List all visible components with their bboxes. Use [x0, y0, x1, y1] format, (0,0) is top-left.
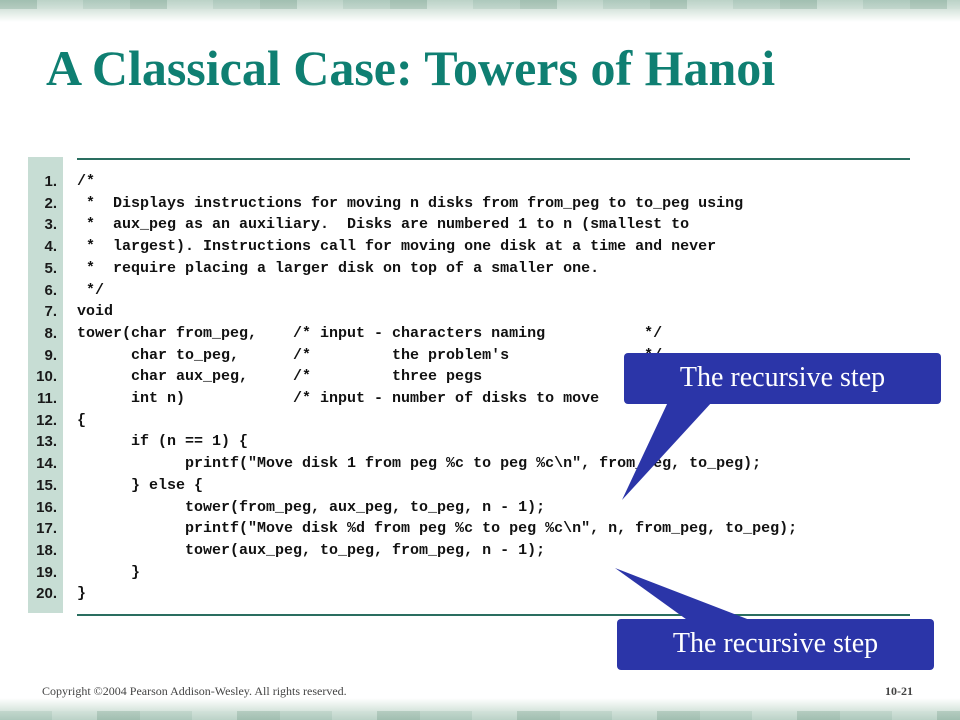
code-line: void [77, 303, 114, 321]
line-number: 4. [44, 238, 57, 256]
recursive-step-callout-1: The recursive step [624, 353, 941, 404]
code-line: printf("Move disk %d from peg %c to peg … [77, 520, 798, 538]
code-line: } [77, 563, 141, 581]
line-number: 7. [44, 303, 57, 321]
code-line: /* [77, 173, 96, 190]
line-number: 18. [36, 541, 57, 559]
line-number: 16. [36, 498, 57, 516]
code-line: * largest). Instructions call for moving… [77, 238, 717, 256]
line-number: 17. [36, 520, 57, 538]
line-number: 20. [36, 585, 57, 603]
code-line: * aux_peg as an auxiliary. Disks are num… [77, 216, 690, 234]
line-number: 2. [44, 194, 57, 212]
decorative-top-border [0, 0, 960, 22]
line-number: 5. [44, 259, 57, 277]
recursive-step-callout-2: The recursive step [617, 619, 934, 670]
line-number-gutter: 1. 2. 3. 4. 5. 6. 7. 8. 9. 10. 11. 12. 13. 14. 15. 16. 1… [28, 157, 63, 613]
line-number: 11. [36, 390, 57, 407]
callout-1-pointer [622, 402, 712, 500]
line-number: 6. [44, 281, 57, 299]
decorative-bottom-border [0, 698, 960, 720]
line-number: 14. [36, 455, 57, 473]
line-number: 8. [44, 324, 57, 342]
code-line: */ [77, 281, 105, 299]
line-number: 19. [36, 563, 57, 581]
line-number: 15. [36, 476, 57, 494]
line-number: 13. [36, 433, 57, 451]
code-bottom-rule [77, 614, 910, 616]
code-line: * Displays instructions for moving n dis… [77, 194, 744, 212]
code-line: if (n == 1) { [77, 433, 249, 451]
code-line: * require placing a larger disk on top o… [77, 259, 600, 277]
line-number: 9. [44, 346, 57, 364]
code-top-rule [77, 158, 910, 160]
slide-number: 10-21 [885, 684, 913, 698]
code-line: printf("Move disk 1 from peg %c to peg %… [77, 455, 762, 473]
code-line: } else { [77, 476, 204, 494]
line-number: 3. [44, 216, 57, 234]
code-line: tower(aux_peg, to_peg, from_peg, n - 1); [77, 541, 546, 559]
callout-2-pointer [615, 568, 755, 622]
line-number: 10. [36, 368, 57, 386]
slide-title: A Classical Case: Towers of Hanoi [46, 40, 776, 96]
code-line: tower(from_peg, aux_peg, to_peg, n - 1); [77, 498, 546, 516]
code-line: { [77, 411, 87, 429]
code-line: tower(char from_peg, /* input - characte… [77, 324, 663, 342]
line-number: 12. [36, 411, 57, 429]
line-number: 1. [44, 173, 57, 190]
code-line: } [77, 585, 87, 603]
copyright-notice: Copyright ©2004 Pearson Addison-Wesley. … [42, 684, 347, 698]
